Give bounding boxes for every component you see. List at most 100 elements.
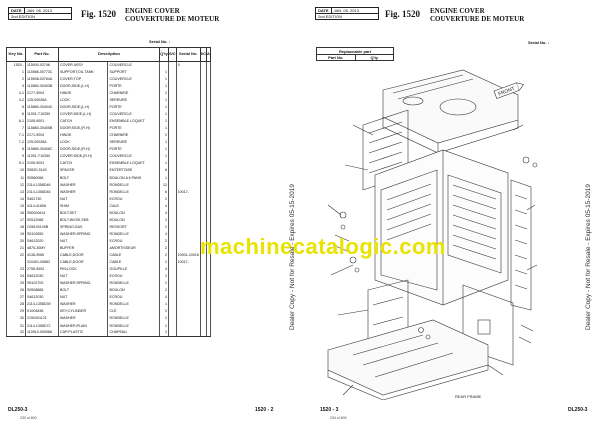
qty-cell: 1	[159, 117, 170, 125]
a-cell	[206, 209, 211, 217]
key-no-cell: 30	[6, 315, 26, 323]
qty-cell: 6	[159, 167, 170, 175]
key-no-cell: 10	[6, 167, 26, 175]
key-no-cell: 1	[6, 68, 26, 76]
ic-cell	[199, 272, 208, 280]
ic-cell	[199, 103, 208, 111]
ic-cell	[199, 301, 208, 309]
description-fr-cell: SERRURE	[107, 139, 161, 147]
ic-cell	[199, 146, 208, 154]
sc-cell	[168, 139, 177, 147]
part-no-cell: 2114-1358D46	[25, 188, 59, 196]
description-cell: CATCH	[57, 117, 109, 125]
qty-cell: 2	[159, 244, 170, 252]
ic-cell	[199, 160, 208, 168]
description-cell: NUT	[57, 237, 109, 245]
a-cell	[206, 89, 211, 97]
ic-cell	[199, 315, 208, 323]
part-no-cell: 4138-9060	[25, 251, 59, 259]
key-no-cell: 8	[6, 146, 26, 154]
key-no-cell: 29	[6, 308, 26, 316]
qty-cell: 1	[159, 301, 170, 309]
title-en: ENGINE COVER	[125, 7, 180, 15]
ic-cell	[199, 82, 208, 90]
parts-list-table: Key No. Part No. Description Q'ty S/C Se…	[6, 47, 211, 337]
ic-cell	[199, 167, 208, 175]
description-cell: KEY;CYLINDER	[57, 308, 109, 316]
part-no-cell: 2114-1358D72	[25, 322, 59, 330]
a-cell	[206, 308, 211, 316]
serial-no-cell	[175, 308, 201, 316]
description-fr-cell: ENSEMBLE LOQUET	[107, 160, 161, 168]
a-cell	[206, 287, 211, 295]
description-cell: CATCH	[57, 160, 109, 168]
part-no-cell: 4114-41608	[25, 202, 59, 210]
key-no-cell: 15	[6, 202, 26, 210]
part-no-cell: 115000-03746	[25, 61, 59, 69]
ic-cell	[199, 209, 208, 217]
part-no-cell: 11001-T10250	[25, 153, 59, 161]
ic-cell	[199, 61, 208, 69]
a-cell	[206, 301, 211, 309]
serial-no-cell	[175, 230, 201, 238]
sc-cell	[168, 237, 177, 245]
serial-no-cell	[175, 301, 201, 309]
description-cell: WASHER	[57, 188, 109, 196]
description-fr-cell: ECROU	[107, 294, 161, 302]
replaceable-title: Replaceable part	[317, 48, 393, 55]
key-no-cell: 28	[6, 301, 26, 309]
serial-no-cell	[175, 153, 201, 161]
description-fr-cell: PORTE	[107, 82, 161, 90]
header-part-no: Part No.	[25, 47, 59, 62]
a-cell	[206, 258, 211, 266]
figure-title-left: ENGINE COVER COUVERTURE DE MOTEUR	[125, 7, 219, 23]
a-cell	[206, 153, 211, 161]
key-no-cell: 9-1	[6, 160, 26, 168]
part-no-cell: 2114-1358D46	[25, 181, 59, 189]
description-fr-cell: COUVERCLE	[107, 153, 161, 161]
description-cell: NUT	[57, 294, 109, 302]
edition-label: 2nd EDITION	[318, 14, 343, 19]
description-fr-cell: GOUPILLE	[107, 265, 161, 273]
qty-cell: 2	[159, 287, 170, 295]
front-arrow-label: FRONT	[498, 86, 516, 98]
rear-frame-label: REAR FRAME	[455, 394, 482, 399]
sc-cell	[168, 160, 177, 168]
sc-cell	[168, 110, 177, 118]
description-fr-cell: RONDELLE	[107, 322, 161, 330]
part-no-cell: 2114-1358D39	[25, 301, 59, 309]
ic-cell	[199, 216, 208, 224]
a-cell	[206, 251, 211, 259]
description-cell: LOCK	[57, 139, 109, 147]
ic-cell	[199, 244, 208, 252]
part-no-cell: O35100109B	[25, 223, 59, 231]
a-cell	[206, 139, 211, 147]
sc-cell	[168, 181, 177, 189]
serial-no-cell	[175, 146, 201, 154]
a-cell	[206, 75, 211, 83]
ic-cell	[199, 131, 208, 140]
title-fr: COUVERTURE DE MOTEUR	[125, 15, 220, 23]
qty-cell: 1	[159, 174, 170, 182]
a-cell	[206, 188, 211, 196]
part-no-cell: S5102650	[25, 230, 59, 238]
description-cell: DOOR;SIDE,(L.H)	[57, 82, 109, 90]
header-description: Description	[57, 47, 161, 62]
a-cell	[206, 174, 211, 182]
description-cell: DOOR;SIDE,(L.H)	[57, 103, 109, 111]
key-no-cell	[6, 258, 26, 266]
qty-cell: 2	[159, 131, 170, 140]
qty-cell: 4	[159, 265, 170, 273]
key-no-cell: 5	[6, 103, 26, 111]
sc-cell	[168, 89, 177, 97]
